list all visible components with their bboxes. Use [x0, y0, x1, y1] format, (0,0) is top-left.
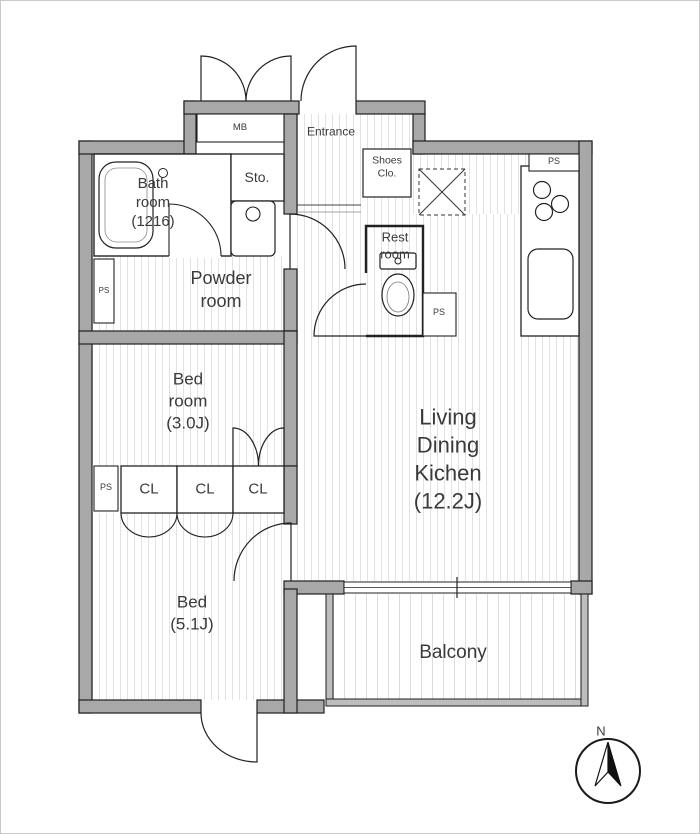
bedroom-3j-floor — [92, 344, 284, 466]
washer-pan-icon — [230, 200, 276, 257]
door-arcs — [120, 45, 367, 763]
kitchen-counter-icon — [520, 165, 580, 337]
compass-north-label: N — [596, 723, 606, 739]
meterbox-door-left-arc — [200, 55, 247, 102]
bedroom-5j-door-arc — [233, 522, 292, 582]
fridge-space-icon — [418, 168, 466, 216]
closet-door-right-arc — [257, 427, 285, 467]
toilet-icon — [364, 224, 425, 338]
restroom-door-arc — [313, 283, 367, 337]
sliding-window-icon — [343, 577, 572, 598]
balcony-floor — [333, 594, 581, 699]
closet-door-left-arc — [232, 427, 260, 467]
powder-room-floor — [92, 256, 284, 331]
entrance-step — [297, 204, 361, 213]
balcony-label: Balcony — [419, 641, 487, 663]
meter-box — [196, 113, 285, 143]
fixtures — [93, 113, 580, 598]
powder-door-arc — [289, 213, 346, 270]
pipe-space-label-closet: PS — [99, 482, 113, 493]
exterior-door-arc — [200, 712, 258, 763]
closet-label-3: CL — [248, 480, 268, 498]
balcony-walls — [325, 593, 589, 707]
pipe-space-boxes — [93, 153, 580, 512]
compass-icon — [575, 738, 641, 804]
closet-label-1: CL — [139, 480, 159, 498]
pipe-space-label-left: PS — [98, 285, 110, 295]
folding-door-scallops — [120, 512, 234, 538]
pipe-space-label-top: PS — [547, 156, 561, 167]
closet-label-2: CL — [195, 480, 215, 498]
bedroom-5j-floor — [92, 513, 284, 700]
pipe-space-label-restroom: PS — [432, 307, 446, 318]
entrance-label: Entrance — [306, 124, 356, 139]
meter-box-label: MB — [232, 121, 248, 133]
storage-label: Sto. — [244, 169, 270, 186]
entrance-door-arc — [300, 45, 357, 102]
closet-boxes — [120, 465, 285, 514]
shoes-closet-box — [362, 148, 412, 198]
inner-walls — [78, 113, 298, 714]
meterbox-door-right-arc — [245, 55, 292, 102]
bedroom-5j-label: Bed(5.1J) — [170, 592, 214, 633]
